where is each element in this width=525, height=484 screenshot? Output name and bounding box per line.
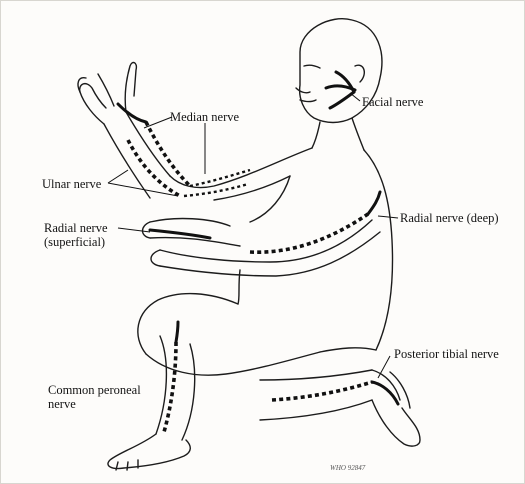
posterior-tibial-ankle xyxy=(372,382,398,404)
median-nerve-wrist xyxy=(118,104,146,122)
posterior-tibial-label: Posterior tibial nerve xyxy=(394,347,499,361)
facial-nerve-label: Facial nerve xyxy=(362,95,423,109)
nerve-paths xyxy=(118,72,398,432)
facial-nerve-branch xyxy=(330,92,354,108)
radial-deep-label: Radial nerve (deep) xyxy=(400,211,499,225)
facial-nerve-branch xyxy=(336,72,354,92)
figure-code-label: WHO 92847 xyxy=(330,461,365,475)
radial-superficial-path xyxy=(150,230,210,238)
common-peroneal-label: Common peroneal nerve xyxy=(48,383,144,411)
radial-deep-leader xyxy=(378,216,398,218)
ulnar-leader-1 xyxy=(108,170,128,183)
ulnar-leader-2 xyxy=(108,183,178,196)
ulnar-nerve-label: Ulnar nerve xyxy=(42,177,101,191)
radial-deep-upper xyxy=(368,192,380,214)
posterior-tibial-path xyxy=(272,382,372,400)
common-peroneal-knee xyxy=(176,322,178,342)
median-nerve-label: Median nerve xyxy=(170,110,239,124)
facial-leader xyxy=(350,93,360,101)
posterior-tibial-leader xyxy=(378,356,390,378)
radial-superficial-label: Radial nerve (superficial) xyxy=(44,221,154,249)
radial-deep-path xyxy=(250,214,368,252)
